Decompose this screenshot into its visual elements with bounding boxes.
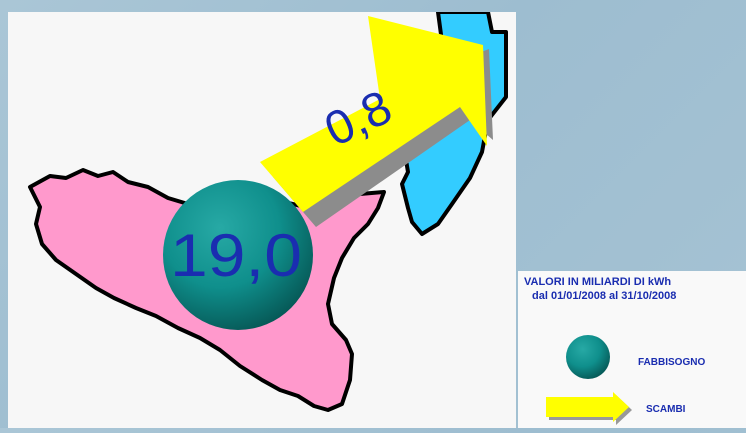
legend-label-scambi: SCAMBI bbox=[646, 404, 686, 415]
legend-period: dal 01/01/2008 al 31/10/2008 bbox=[532, 290, 677, 302]
demand-circle bbox=[163, 180, 313, 330]
sicily-map: 0,8 19,0 bbox=[28, 10, 508, 412]
exchange-arrow bbox=[260, 16, 487, 212]
demand-value: 19,0 bbox=[170, 222, 302, 289]
map-panel: 0,8 19,0 bbox=[8, 10, 516, 428]
yellow-arrow-icon bbox=[546, 392, 629, 422]
legend-title: VALORI IN MILIARDI DI kWh bbox=[524, 276, 672, 288]
legend-symbols bbox=[546, 335, 632, 425]
legend: VALORI IN MILIARDI DI kWh dal 01/01/2008… bbox=[518, 271, 746, 428]
legend-label-fabbisogno: FABBISOGNO bbox=[638, 357, 706, 368]
teal-circle-icon bbox=[566, 335, 610, 379]
